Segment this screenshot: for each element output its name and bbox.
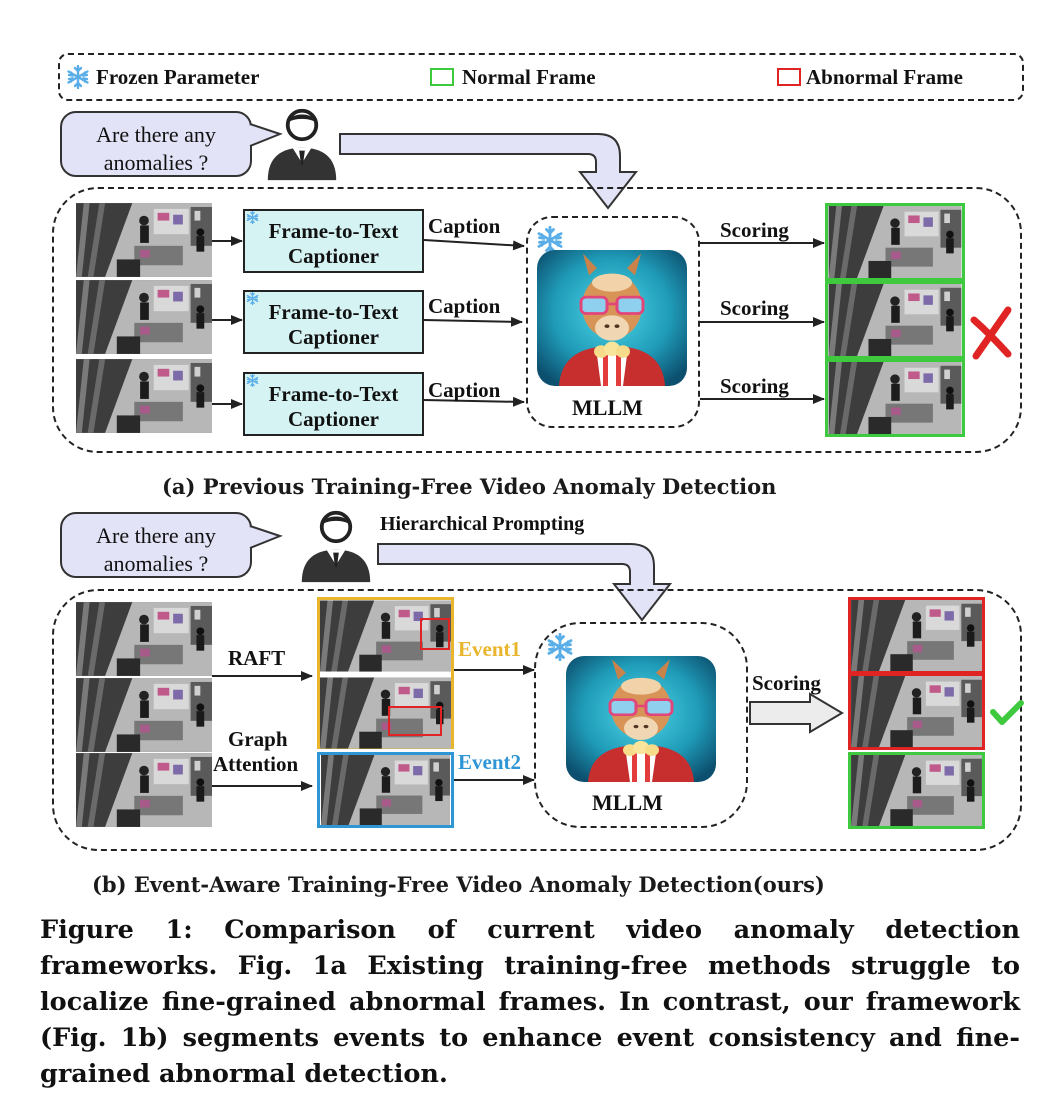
flow-arrows-a xyxy=(212,236,825,409)
output-frame-b1 xyxy=(848,597,985,674)
captioner-box-2: Frame-to-Text Captioner xyxy=(243,290,424,354)
event2-frame xyxy=(317,752,454,828)
captioner-3-line2: Captioner xyxy=(288,407,379,431)
mllm-box-a xyxy=(526,216,700,428)
event1-highlight-box-2 xyxy=(388,706,442,736)
question-bubble-a: Are there any anomalies ? xyxy=(60,111,252,177)
legend-abnormal-swatch xyxy=(777,68,801,86)
legend-normal-label: Normal Frame xyxy=(462,65,596,89)
check-mark-icon xyxy=(990,700,1024,725)
question-text-b: Are there any anomalies ? xyxy=(96,523,216,576)
panel-b-box xyxy=(52,589,1022,851)
event1-label: Event1 xyxy=(458,637,521,661)
bubble-tail-b xyxy=(249,525,283,549)
flow-arrows-b xyxy=(212,665,535,791)
captioner-1-line2: Captioner xyxy=(288,244,379,268)
scoring-block-arrow xyxy=(749,692,844,734)
bubble-tail-a xyxy=(249,123,283,147)
output-frame-b3 xyxy=(848,752,985,829)
captioner-box-3: Frame-to-Text Captioner xyxy=(243,372,424,436)
figure-caption: Figure 1: Comparison of current video an… xyxy=(40,915,1020,1089)
captioner-1-line1: Frame-to-Text xyxy=(268,219,399,243)
captioner-2-line2: Captioner xyxy=(288,325,379,349)
snowflake-icon xyxy=(546,633,574,661)
llama-model-image-b xyxy=(566,656,716,782)
scoring-label-a3: Scoring xyxy=(720,374,789,398)
panel-a-title: (a) Previous Training-Free Video Anomaly… xyxy=(162,474,777,499)
raft-label: RAFT xyxy=(228,646,286,670)
legend-frozen-label: Frozen Parameter xyxy=(96,65,260,89)
panel-a-box xyxy=(52,187,1022,453)
prompt-arrow-a xyxy=(339,133,639,210)
legend-abnormal-label: Abnormal Frame xyxy=(806,65,963,89)
scoring-label-b: Scoring xyxy=(752,671,821,695)
captioner-2-line1: Frame-to-Text xyxy=(268,300,399,324)
caption-label-1: Caption xyxy=(428,214,501,238)
event2-label: Event2 xyxy=(458,750,521,774)
panel-b-title: (b) Event-Aware Training-Free Video Anom… xyxy=(92,872,825,897)
mllm-label-b: MLLM xyxy=(592,790,663,815)
question-bubble-b: Are there any anomalies ? xyxy=(60,512,252,578)
output-frame-b2 xyxy=(848,673,985,750)
scoring-label-a1: Scoring xyxy=(720,218,789,242)
mllm-box-b xyxy=(534,622,748,828)
captioner-3-line1: Frame-to-Text xyxy=(268,382,399,406)
question-text-a: Are there any anomalies ? xyxy=(96,122,216,175)
captioner-box-1: Frame-to-Text Captioner xyxy=(243,209,424,273)
caption-label-2: Caption xyxy=(428,294,501,318)
output-frame-a3 xyxy=(825,359,965,437)
graph-attention-label-line1: Graph xyxy=(228,727,288,751)
graph-attention-label-line2: Attention xyxy=(213,752,299,776)
scoring-label-a2: Scoring xyxy=(720,296,789,320)
legend-box xyxy=(58,53,1024,101)
caption-label-3: Caption xyxy=(428,378,501,402)
event1-highlight-box-1 xyxy=(420,618,450,650)
cross-mark-icon xyxy=(970,306,1012,360)
event1-frame-group xyxy=(317,597,454,749)
mllm-label-a: MLLM xyxy=(572,395,643,420)
output-frame-a2 xyxy=(825,281,965,359)
hierarchical-prompting-label: Hierarchical Prompting xyxy=(380,513,585,535)
prompt-arrow-b xyxy=(377,543,673,622)
legend-normal-swatch xyxy=(430,68,454,86)
output-frame-a1 xyxy=(825,203,965,281)
